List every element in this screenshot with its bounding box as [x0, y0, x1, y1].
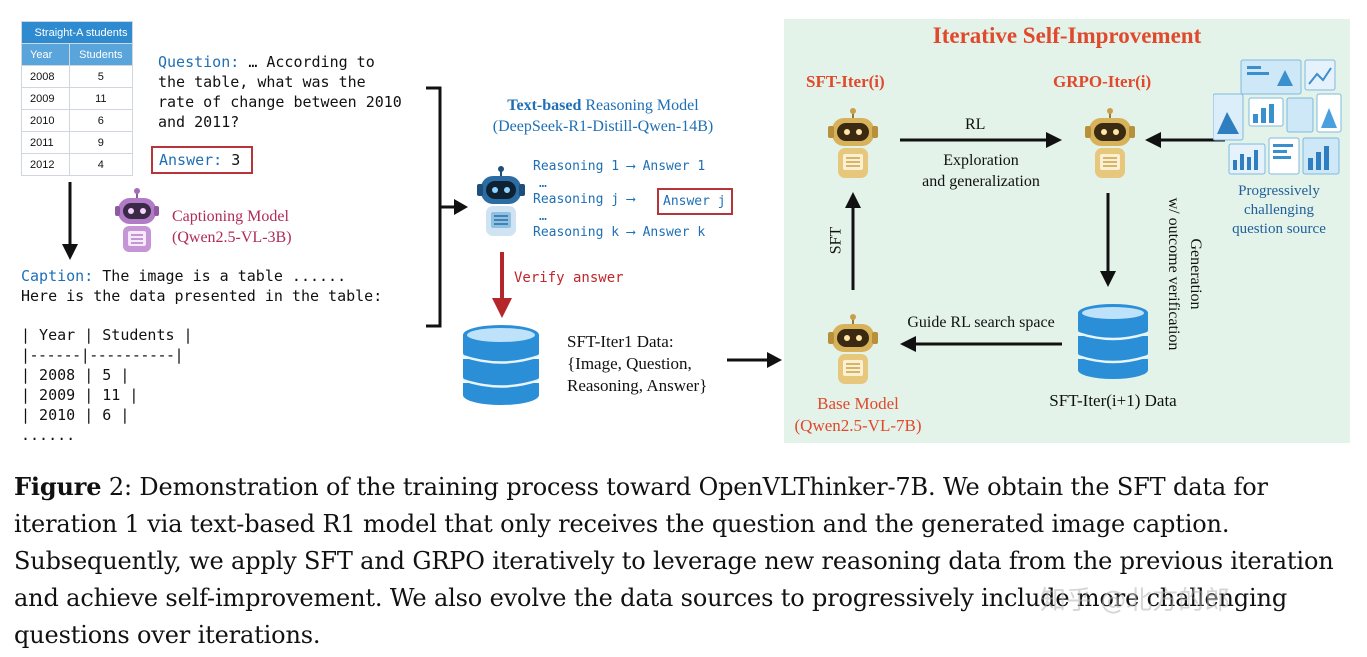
base-model-label: Base Model (Qwen2.5-VL-7B): [783, 393, 933, 437]
markdown-table: | Year | Students | |------|----------| | …: [21, 325, 193, 445]
rl-arrow: [900, 132, 1062, 148]
table-cell: 4: [68, 153, 134, 176]
guide-label: Guide RL search space: [907, 314, 1055, 331]
table-cell: 2011: [21, 131, 70, 154]
sft-iter-label: SFT-Iter(i): [806, 72, 885, 91]
captioning-model-name: Captioning Model: [172, 208, 289, 225]
robot-icon: [828, 108, 878, 178]
captioning-model-version: (Qwen2.5-VL-3B): [172, 229, 292, 246]
generation-arrow: [1100, 193, 1116, 287]
reasoning-list: Reasoning 1 ⟶ Answer 1…Reasoning j ⟶…Rea…: [533, 159, 705, 242]
generation-line: Generation: [1187, 238, 1204, 310]
figure-caption: Figure 2: Demonstration of the training …: [14, 468, 1359, 654]
table-header-students: Students: [68, 43, 134, 66]
reasoning-title-rest: Reasoning Model: [581, 97, 699, 114]
verify-answer-label: Verify answer: [514, 270, 624, 286]
table-cell: 2008: [21, 65, 70, 88]
reasoning-line: Reasoning k ⟶ Answer k: [533, 225, 706, 240]
database-icon: [462, 325, 540, 405]
sft-next-data-label: SFT-Iter(i+1) Data: [1049, 391, 1177, 410]
table-cell: 2009: [21, 87, 70, 110]
table-cell: 11: [68, 87, 134, 110]
table-header-year: Year: [21, 43, 70, 66]
question-line: the table, what was the: [158, 73, 366, 91]
table-cell: 6: [68, 109, 134, 132]
exploration-line: Exploration: [943, 152, 1019, 169]
question-source-line: Progressively: [1238, 183, 1320, 199]
sft-iter1-data-label: SFT-Iter1 Data: {Image, Question, Reason…: [567, 331, 707, 397]
answer-j-box: Answer j: [657, 188, 733, 215]
robot-icon: [115, 188, 159, 252]
question-source-line: challenging: [1244, 202, 1314, 218]
captioning-model-label: Captioning Model (Qwen2.5-VL-3B): [172, 206, 292, 248]
sft-label: SFT: [827, 226, 845, 255]
table-cell: 5: [68, 65, 134, 88]
caption-label: Caption:: [21, 267, 94, 285]
robot-icon: [828, 314, 878, 384]
md-header: | Year | Students |: [21, 326, 193, 344]
table-cell: 2010: [21, 109, 70, 132]
down-arrow: [62, 182, 78, 260]
exploration-label: Exploration and generalization: [900, 150, 1062, 192]
question-label: Question:: [158, 53, 240, 71]
rl-label: RL: [965, 116, 986, 133]
bracket-arrow: [426, 86, 468, 328]
answer-box: Answer: 3: [151, 146, 253, 174]
table-cell: 2012: [21, 153, 70, 176]
reasoning-title-bold: Text-based: [507, 97, 582, 114]
md-row: | 2009 | 11 |: [21, 386, 139, 404]
reasoning-model-title: Text-based Reasoning Model (DeepSeek-R1-…: [478, 95, 728, 137]
question-line: … According to: [248, 53, 375, 71]
answer-label: Answer:: [159, 151, 223, 169]
panel-title: Iterative Self-Improvement: [932, 23, 1202, 48]
question-text: Question: … According to the table, what…: [158, 52, 402, 132]
answer-value: 3: [231, 151, 241, 169]
guide-arrow: [900, 336, 1062, 352]
figure-number: 2:: [101, 473, 132, 501]
md-separator: |------|----------|: [21, 346, 184, 364]
verify-arrow: [492, 252, 512, 318]
caption-text: Caption: The image is a table ...... Her…: [21, 266, 382, 306]
table-cell: 9: [68, 131, 134, 154]
caption-line: Here is the data presented in the table:: [21, 287, 383, 305]
charts-collage-icon: [1213, 59, 1342, 175]
md-row: | 2010 | 6 |: [21, 406, 130, 424]
question-source-line: question source: [1232, 221, 1326, 237]
question-line: rate of change between 2010: [158, 93, 402, 111]
figure-caption-text: Demonstration of the training process to…: [14, 473, 1334, 649]
database-icon: [1077, 304, 1149, 379]
generation-label: Generation w/ outcome verification: [1162, 174, 1206, 374]
reasoning-line: Reasoning j ⟶: [533, 192, 635, 207]
watermark: 知乎 @北方的郎: [1040, 586, 1231, 616]
sft-data-line: SFT-Iter1 Data:: [567, 332, 674, 351]
question-source-label: Progressively challenging question sourc…: [1220, 182, 1338, 239]
caption-line: The image is a table ......: [93, 267, 347, 285]
md-row: | 2008 | 5 |: [21, 366, 130, 384]
reasoning-ellipsis: …: [539, 175, 547, 191]
robot-icon: [477, 166, 525, 236]
exploration-line: and generalization: [922, 173, 1040, 190]
robot-icon: [1085, 108, 1135, 178]
sft-arrow: [845, 192, 861, 290]
reasoning-ellipsis: …: [539, 208, 547, 224]
md-ellipsis: ......: [21, 426, 76, 444]
generation-line: w/ outcome verification: [1165, 197, 1182, 351]
base-model-name: Base Model: [817, 394, 899, 413]
sft-data-line: {Image, Question,: [567, 354, 692, 373]
reasoning-model-subtitle: (DeepSeek-R1-Distill-Qwen-14B): [492, 118, 714, 135]
base-model-version: (Qwen2.5-VL-7B): [794, 416, 922, 435]
question-line: and 2011?: [158, 113, 240, 131]
right-arrow: [727, 352, 782, 368]
figure-label: Figure: [14, 472, 102, 501]
sft-data-line: Reasoning, Answer}: [567, 376, 708, 395]
grpo-iter-label: GRPO-Iter(i): [1053, 72, 1152, 91]
table-title: Straight-A students: [21, 21, 133, 44]
reasoning-line: Reasoning 1 ⟶ Answer 1: [533, 159, 706, 174]
